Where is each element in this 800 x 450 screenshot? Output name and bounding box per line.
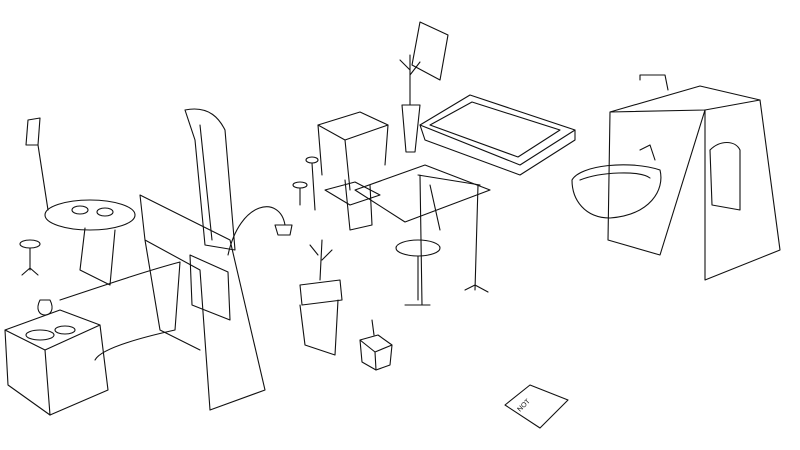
stool-mid [292, 156, 319, 211]
desk [317, 111, 389, 231]
bathroom-box [607, 74, 781, 281]
sign-text: NOT [516, 398, 532, 414]
poster [411, 21, 449, 81]
tall-curtain [184, 108, 236, 251]
l-shaped-wall [59, 194, 266, 411]
plant-chair [299, 239, 343, 356]
floor-lamp-left [25, 117, 49, 211]
coat-rack [417, 174, 489, 306]
clawfoot-bathtub [571, 144, 662, 219]
arc-lamp [227, 206, 293, 256]
small-cube-table [359, 319, 393, 371]
bathtub-top [419, 94, 576, 176]
left-kitchen-counter [4, 299, 109, 416]
round-table [44, 199, 136, 286]
sign-paper: NOT [504, 384, 569, 429]
small-round-table [395, 239, 441, 306]
table-platform [354, 164, 491, 223]
potted-plant [399, 54, 421, 153]
stool-left [19, 239, 41, 276]
